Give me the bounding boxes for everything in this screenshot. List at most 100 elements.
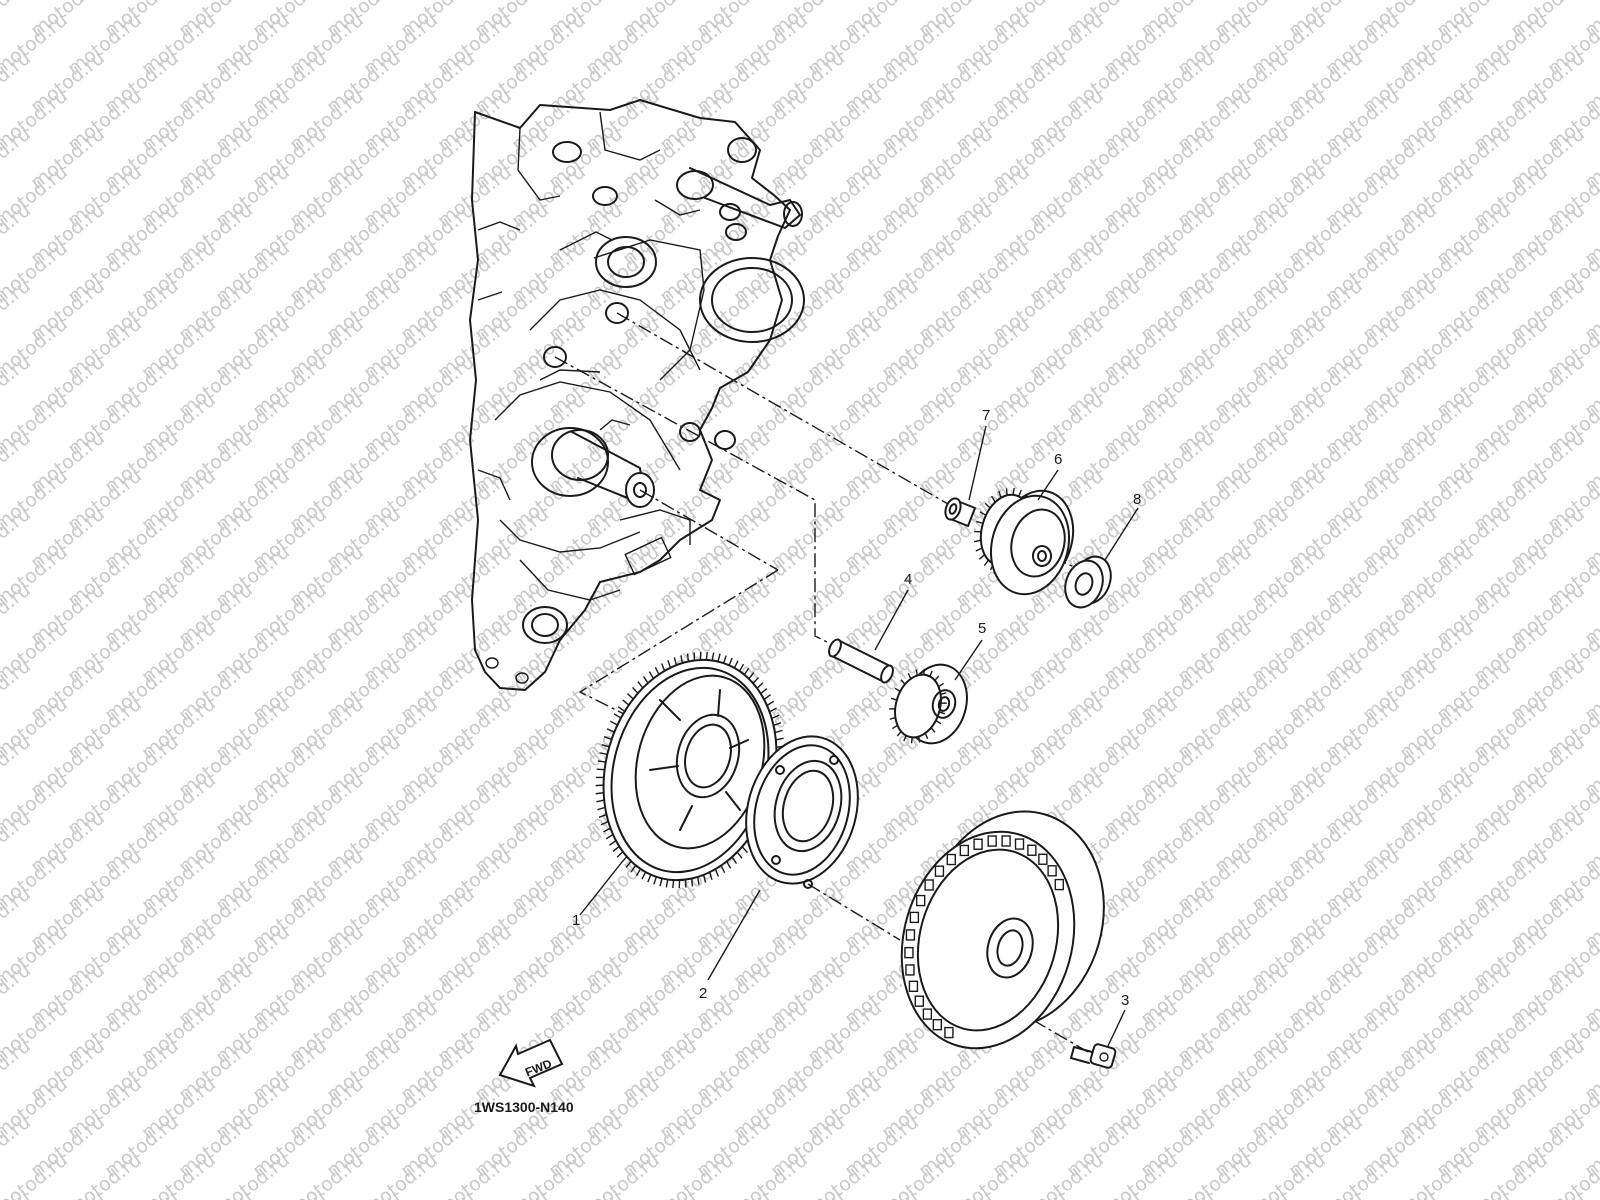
gear-tooth (690, 878, 694, 887)
gear-tooth (717, 653, 721, 662)
magnet-slot (904, 946, 914, 959)
watermark-text: motod.ru (434, 1149, 516, 1200)
watermark-text: motod.ru (138, 1149, 220, 1200)
part-1-large-gear (595, 651, 785, 889)
gear-tooth (632, 686, 639, 694)
magnet-slot (1047, 865, 1057, 877)
magnet-slot (909, 911, 920, 924)
callout-4: 4 (904, 571, 912, 588)
part-2-starter-clutch (745, 735, 859, 889)
gear-tooth (654, 667, 660, 675)
gear-tooth (766, 700, 775, 707)
gear-tooth (711, 652, 715, 661)
magnet-slot (914, 995, 925, 1007)
magnet-slot (959, 844, 970, 857)
gear-tooth (726, 861, 732, 869)
watermark-text: motod.ru (360, 1149, 442, 1200)
gear-tooth (610, 720, 618, 726)
gear-tooth (603, 735, 612, 741)
gear-tooth (600, 820, 609, 826)
gear-tooth (696, 876, 700, 885)
gear-tooth (976, 520, 984, 525)
magnet-slot (915, 894, 926, 907)
callout-8: 8 (1133, 491, 1141, 508)
gear-tooth (979, 511, 987, 516)
gear-tooth (613, 713, 622, 719)
gear-tooth (660, 663, 666, 672)
callout-5: 5 (978, 620, 986, 637)
magnet-slot (1001, 835, 1011, 847)
callout-3: 3 (1121, 992, 1129, 1009)
part-3-bolt (1070, 1043, 1117, 1069)
magnet-slot (924, 879, 934, 891)
gear-tooth (978, 554, 986, 560)
gear-tooth (684, 879, 687, 888)
gear-tooth (673, 657, 678, 666)
gear-tooth (773, 722, 782, 727)
watermark-text: motod.ru (286, 1149, 368, 1200)
gear-tooth (659, 878, 663, 887)
gear-tooth (601, 743, 610, 748)
watermark-text: motod.ru (212, 1149, 294, 1200)
gear-tooth (596, 799, 605, 803)
gear-tooth (723, 655, 727, 664)
magnet-slot (946, 853, 956, 866)
gear-tooth (625, 860, 632, 868)
gear-tooth (974, 530, 982, 533)
gear-tooth (620, 856, 628, 864)
callout-2: 2 (699, 985, 707, 1002)
callout-numbers: 1 2 3 4 5 6 7 8 (572, 407, 1141, 1009)
gear-tooth (603, 827, 611, 833)
diagram-code: 1WS1300-N140 (474, 1099, 574, 1115)
gear-tooth (637, 681, 644, 689)
gear-tooth (984, 502, 991, 509)
watermark-text: motod.ru (656, 1149, 738, 1200)
magnet-slot (944, 1026, 954, 1039)
gear-tooth (705, 651, 708, 661)
gear-tooth (741, 846, 748, 854)
gear-tooth (647, 874, 652, 883)
gear-tooth (1005, 488, 1008, 496)
gear-tooth (653, 876, 657, 885)
gear-tooth (605, 833, 614, 840)
watermark-text: motod.ru (1100, 1149, 1182, 1200)
gear-tooth (680, 655, 684, 664)
gear-tooth (595, 784, 604, 787)
watermark-text: motod.ru (730, 1149, 812, 1200)
magnet-slot (1014, 838, 1025, 850)
watermark-text: motod.ru (1322, 1149, 1404, 1200)
gear-tooth (973, 539, 982, 543)
gear-tooth (597, 806, 606, 811)
watermark-text: motod.ru (878, 1149, 960, 1200)
gear-tooth (714, 868, 720, 877)
magnet-slot (1027, 844, 1037, 856)
gear-tooth (736, 851, 743, 859)
gear-tooth (708, 871, 713, 881)
watermark-text: motod.ru (952, 1149, 1034, 1200)
part-4-shaft (828, 638, 894, 684)
gear-tooth (760, 688, 768, 695)
gear-tooth (595, 791, 604, 795)
gear-tooth (693, 652, 696, 661)
gear-tooth (622, 699, 630, 706)
magnet-slot (1054, 878, 1065, 891)
magnet-slot (905, 964, 915, 976)
gear-tooth (641, 871, 647, 880)
gear-tooth (699, 651, 702, 660)
watermark-text: motod.ru (64, 1149, 146, 1200)
gear-tooth (609, 840, 617, 846)
gear-tooth (774, 729, 783, 734)
gear-tooth (738, 663, 745, 672)
part-8-ball-bearing (1064, 555, 1112, 609)
part-3-flywheel-rotor (900, 810, 1105, 1050)
gear-tooth (1017, 489, 1023, 497)
gear-tooth (702, 874, 707, 883)
watermark-text: motod.ru (1396, 1149, 1478, 1200)
part-5-idler-gear (889, 663, 968, 745)
gear-tooth (733, 660, 739, 669)
watermark-text: motod.ru (804, 1149, 886, 1200)
watermark-text: motod.ru (1470, 1149, 1552, 1200)
